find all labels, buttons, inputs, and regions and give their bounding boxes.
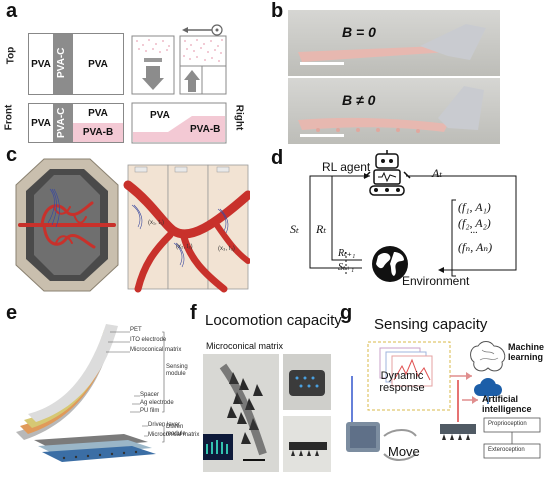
layer-pu: PU film bbox=[140, 408, 160, 414]
panel-letter-e: e bbox=[6, 302, 18, 324]
panel-g-diagram bbox=[346, 341, 541, 461]
reward-next-label: Rₜ₊₁ bbox=[338, 248, 356, 259]
driven-module-label: Driven module bbox=[166, 424, 186, 437]
front-label: Front bbox=[3, 104, 15, 131]
pva-b-front-right: PVA-B bbox=[190, 124, 221, 135]
sensing-module-label: Sensing module bbox=[166, 364, 188, 377]
top-label: Top bbox=[5, 46, 17, 65]
top-view-box: PVA PVA-C PVA bbox=[28, 33, 124, 95]
layer-spacer: Spacer bbox=[140, 392, 160, 398]
matrix-row-2: (f₂, A₂) bbox=[458, 216, 491, 230]
state-next-label: Sₜ₊₁ bbox=[338, 262, 355, 273]
layer-ag: Ag electrode bbox=[140, 400, 174, 406]
panel-d-diagram bbox=[309, 150, 517, 282]
action-label: Aₜ bbox=[432, 166, 443, 180]
panel-letter-b: b bbox=[271, 0, 284, 22]
right-label: Right bbox=[233, 104, 245, 131]
matrix-row-1: (f₁, A₁) bbox=[458, 200, 491, 214]
panel-letter-d: d bbox=[271, 147, 284, 169]
pva-front-right: PVA bbox=[150, 110, 170, 121]
extero-label: Exteroception bbox=[488, 447, 525, 453]
tag-c-2: (x₂, t₂) bbox=[176, 244, 193, 250]
pva-c-label: PVA-C bbox=[56, 47, 67, 78]
tag-c-3: (x₃, t₃) bbox=[218, 246, 235, 252]
panel-letter-a: a bbox=[6, 0, 18, 22]
label-b-on: B ≠ 0 bbox=[342, 92, 376, 108]
layer-driven: Driven layer bbox=[148, 422, 181, 428]
dynamic-response-label: Dynamic response bbox=[379, 370, 425, 394]
environment-label: Environment bbox=[402, 274, 470, 288]
panel-f-photos bbox=[203, 354, 331, 472]
panel-a-right-diagram bbox=[131, 24, 227, 144]
pva-front-left: PVA bbox=[31, 117, 51, 129]
panel-letter-g: g bbox=[340, 302, 353, 324]
move-label: Move bbox=[388, 444, 420, 459]
proprio-label: Proprioception bbox=[488, 421, 527, 427]
reward-label: Rₜ bbox=[316, 222, 327, 236]
tag-c-1: (x₁, t₁) bbox=[148, 220, 165, 226]
pva-right: PVA bbox=[88, 58, 108, 70]
sensing-title: Sensing capacity bbox=[374, 316, 488, 333]
matrix-dots: ··· bbox=[470, 228, 478, 239]
pva-left: PVA bbox=[31, 58, 51, 70]
microconical-subtitle: Microconical matrix bbox=[206, 341, 284, 351]
matrix-row-3: (fₙ, Aₙ) bbox=[458, 240, 493, 254]
panel-e-illustration bbox=[16, 324, 165, 462]
layer-microconical-1: Microconical matrix bbox=[130, 347, 182, 353]
layer-ito: ITO electrode bbox=[130, 337, 167, 343]
panel-c-illustration bbox=[15, 158, 250, 293]
state-label: Sₜ bbox=[290, 222, 299, 236]
panel-letter-c: c bbox=[6, 144, 18, 166]
ai-label: Artificial intelligence bbox=[482, 394, 532, 414]
locomotion-title: Locomotion capacity bbox=[205, 312, 342, 329]
front-view-box: PVA PVA-C PVA PVA-B bbox=[28, 103, 124, 143]
layer-pet: PET bbox=[130, 327, 142, 333]
pva-front-upper: PVA bbox=[88, 108, 108, 119]
label-b-off: B = 0 bbox=[342, 24, 376, 40]
pva-c-front-label: PVA-C bbox=[56, 107, 67, 138]
rl-agent-label: RL agent bbox=[322, 160, 371, 174]
pva-b-front: PVA-B bbox=[73, 123, 123, 142]
pva-c-front: PVA-C bbox=[53, 104, 73, 142]
pva-c-strip: PVA-C bbox=[53, 34, 73, 94]
panel-b-photos bbox=[288, 10, 500, 144]
layer-microconical-2: Microconical matrix bbox=[148, 432, 200, 438]
panel-letter-f: f bbox=[190, 302, 197, 324]
ml-label: Machine learning bbox=[508, 342, 545, 362]
